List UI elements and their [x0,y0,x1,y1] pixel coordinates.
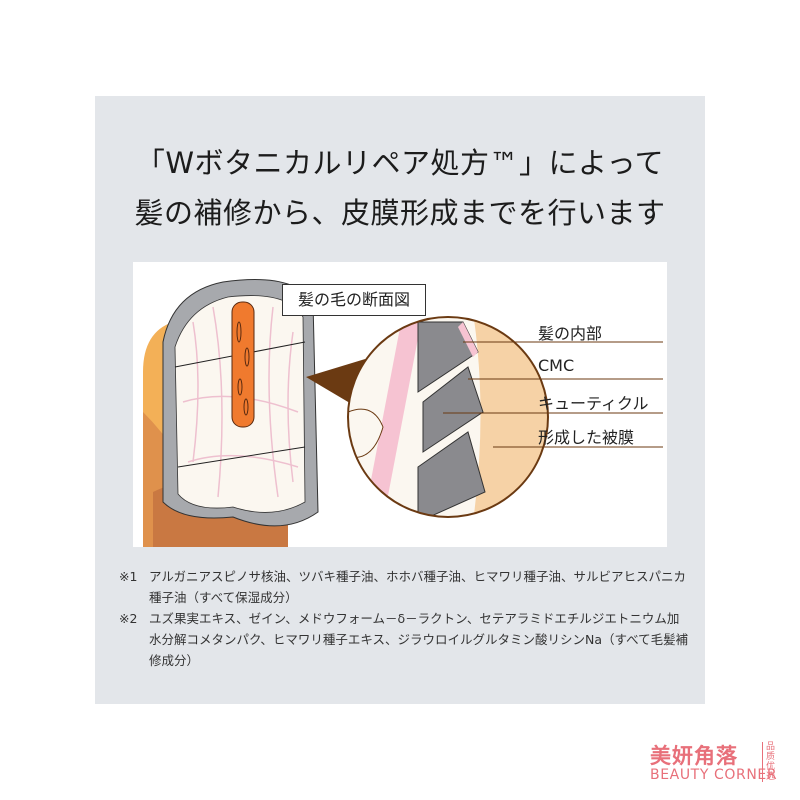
hair-illustration [143,279,663,547]
note-mark: ※1 [119,569,138,584]
brand-tagline-2: 优选 [766,762,776,782]
ingredient-notes: ※1 アルガニアスピノサ核油、ツバキ種子油、ホホバ種子油、ヒマワリ種子油、サルビ… [119,566,689,671]
brand-watermark: 美妍角落 品质 优选 BEAUTY CORNER [650,740,777,783]
brand-tagline: 品质 优选 [762,742,777,782]
label-hair-interior: 髪の内部 [538,324,603,343]
label-formed-coating: 形成した被膜 [538,428,635,447]
note-text: ユズ果実エキス、ゼイン、メドウフォーム－δ－ラクトン、セテアラミドエチルジエトニ… [149,611,689,668]
note-mark: ※2 [119,611,138,626]
product-info-panel: 「Wボタニカルリペア処方™」によって 髪の補修から、皮膜形成までを行います [95,96,705,704]
note-1: ※1 アルガニアスピノサ核油、ツバキ種子油、ホホバ種子油、ヒマワリ種子油、サルビ… [119,566,689,608]
note-2: ※2 ユズ果実エキス、ゼイン、メドウフォーム－δ－ラクトン、セテアラミドエチルジ… [119,608,689,671]
headline-line-2: 髪の補修から、皮膜形成までを行います [134,196,666,230]
brand-tagline-1: 品质 [766,742,776,762]
headline: 「Wボタニカルリペア処方™」によって 髪の補修から、皮膜形成までを行います [95,138,705,238]
label-cmc: CMC [538,356,575,375]
hair-cross-section-diagram: 髪の毛の断面図 髪の内部 CMC キューティクル 形成した被膜 [133,262,667,547]
diagram-title: 髪の毛の断面図 [282,284,426,316]
brand-name-cn: 美妍角落 [650,744,738,768]
brand-name-en: BEAUTY CORNER [650,767,778,783]
label-cuticle: キューティクル [538,394,649,413]
note-text: アルガニアスピノサ核油、ツバキ種子油、ホホバ種子油、ヒマワリ種子油、サルビアヒス… [149,569,687,605]
headline-line-1: 「Wボタニカルリペア処方™」によって [135,146,665,180]
